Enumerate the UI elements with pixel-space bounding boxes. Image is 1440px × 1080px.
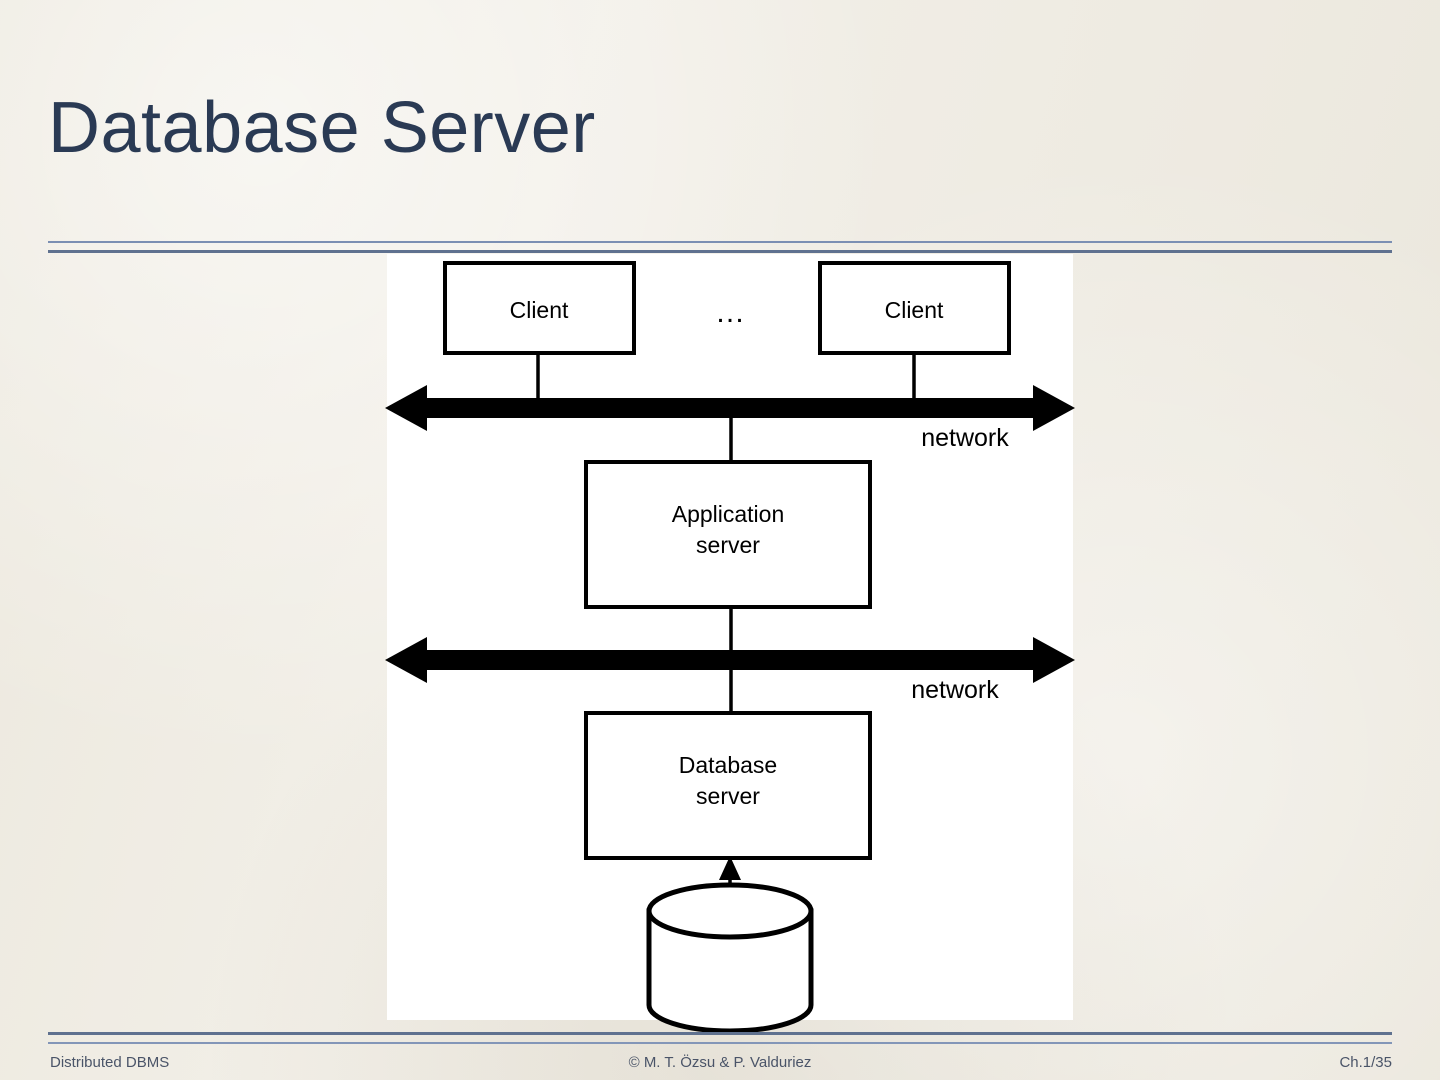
footer-page-number: Ch.1/35: [1339, 1054, 1392, 1071]
database-server-line2: server: [696, 783, 760, 809]
application-server-line1: Application: [672, 501, 785, 527]
network-label-bottom: network: [911, 676, 999, 704]
application-server-box[interactable]: [584, 460, 872, 609]
footer-left-text: Distributed DBMS: [50, 1054, 170, 1071]
network-label-top: network: [921, 424, 1009, 452]
page-title: Database Server: [48, 88, 596, 168]
header-divider: [48, 241, 1392, 253]
database-server-line1: Database: [679, 752, 777, 778]
footer-copyright-text: © M. T. Özsu & P. Valduriez: [628, 1054, 812, 1071]
client-box-right-label: Client: [885, 297, 944, 323]
storage-cylinder-icon: [646, 882, 814, 1034]
database-server-box[interactable]: [584, 711, 872, 860]
network-bus-top: [385, 385, 1075, 431]
footer-divider: [48, 1032, 1392, 1044]
application-server-line2: server: [696, 532, 760, 558]
client-box-left-label: Client: [510, 297, 569, 323]
client-box-left[interactable]: [443, 261, 636, 355]
ellipsis-label: …: [715, 296, 747, 329]
architecture-diagram: Client … Client network Application serv…: [385, 254, 1075, 1034]
client-box-right[interactable]: [818, 261, 1011, 355]
